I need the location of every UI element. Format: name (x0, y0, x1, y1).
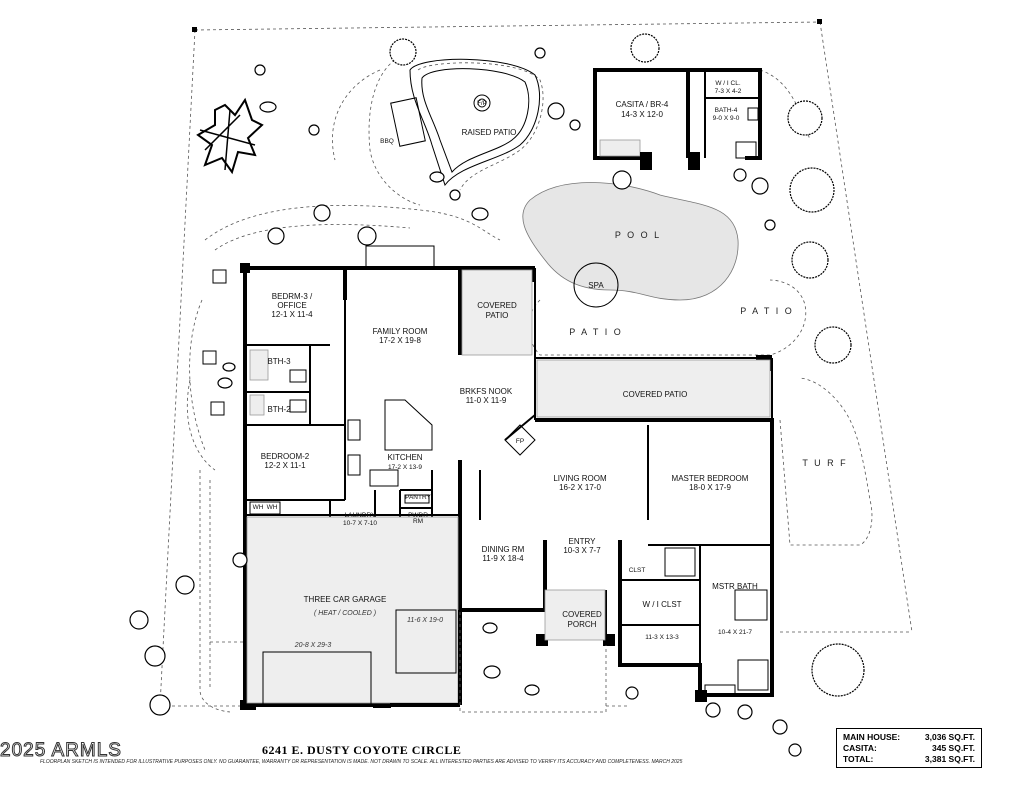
covered-porch-label: COVERED (562, 610, 602, 619)
landscaping (129, 33, 865, 757)
fixtures (249, 245, 769, 696)
pool-label: P O O L (615, 230, 661, 240)
disclaimer-text: FLOORPLAN SKETCH IS INTENDED FOR ILLUSTR… (40, 759, 683, 765)
sqft-value: 3,381 SQ.FT. (924, 754, 975, 764)
raised-patio-label: RAISED PATIO (462, 128, 517, 137)
walkways (186, 59, 811, 713)
garage-label: THREE CAR GARAGE (304, 595, 387, 604)
master-bedroom-dims: 18-0 X 17-9 (689, 483, 731, 492)
pantry-label: PANTRY (405, 494, 431, 501)
garage-dims-b: 11-6 X 19-0 (407, 617, 443, 624)
spa-label: SPA (588, 281, 604, 290)
family-room-dims: 17-2 X 19-8 (379, 336, 421, 345)
covered-patio-1-label-2: PATIO (486, 311, 509, 320)
bath4-label: BATH-4 (715, 107, 738, 114)
sqft-row-total: TOTAL: 3,381 SQ.FT. (843, 754, 975, 765)
pool-area: P O O L SPA P A T I O P A T I O (522, 182, 807, 356)
powder-room-label: PWDR (408, 512, 428, 519)
covered-patio-1-label: COVERED (477, 301, 517, 310)
garage-sub: ( HEAT / COOLED ) (314, 610, 376, 617)
walk-in-closet-dims: 11-3 X 13-3 (645, 634, 679, 641)
family-room-label: FAMILY ROOM (373, 327, 428, 336)
living-fireplace-label: FP (516, 438, 524, 445)
bth3-label: BTH-3 (267, 357, 291, 366)
casita-dims: 14-3 X 12-0 (621, 110, 663, 119)
property-address: 6241 E. DUSTY COYOTE CIRCLE (262, 743, 462, 757)
casita: CASITA / BR-4 14-3 X 12-0 W / I CL. 7-3 … (593, 68, 762, 170)
casita-label: CASITA / BR-4 (616, 100, 669, 109)
sqft-row-casita: CASITA: 345 SQ.FT. (843, 743, 975, 754)
living-room-dims: 16-2 X 17-0 (559, 483, 601, 492)
powder-room-label-2: RM (413, 518, 423, 525)
living-room-label: LIVING ROOM (553, 474, 607, 483)
turf-area: T U R F (779, 377, 873, 546)
bedroom3-label-2: OFFICE (277, 301, 306, 310)
covered-patio-2-label: COVERED PATIO (623, 390, 688, 399)
master-bath-label: MSTR BATH (712, 582, 758, 591)
sqft-label: TOTAL: (843, 754, 874, 764)
raised-patio: RAISED PATIO F/P BBQ (380, 58, 541, 187)
kitchen-label: KITCHEN (387, 453, 422, 462)
garage-dims-a: 20-8 X 29-3 (294, 642, 332, 649)
casita-wic-dims: 7-3 X 4-2 (715, 88, 742, 95)
breakfast-nook-dims: 11-0 X 11-9 (466, 396, 507, 405)
patio-label-a: P A T I O (569, 327, 623, 337)
sqft-value: 345 SQ.FT. (932, 743, 975, 753)
interior-walls (245, 269, 771, 546)
bedroom3-dims: 12-1 X 11-4 (271, 310, 313, 319)
water-heater-2: WH (267, 504, 278, 511)
breakfast-nook-label: BRKFS NOOK (460, 387, 513, 396)
patio-fireplace-label: F/P (477, 100, 487, 107)
laundry-dims: 10-7 X 7-10 (343, 520, 377, 527)
walk-in-closet-label: W / I CLST (642, 600, 681, 609)
water-heater-1: WH (253, 504, 264, 511)
entry-label: ENTRY (569, 537, 597, 546)
tree-west (196, 97, 264, 175)
bath4-dims: 9-0 X 9-0 (713, 115, 740, 122)
covered-porch-label-2: PORCH (568, 620, 597, 629)
bbq-label: BBQ (380, 138, 394, 145)
sqft-label: CASITA: (843, 743, 877, 753)
laundry-label: LAUNDRY (345, 512, 377, 519)
dining-room-label: DINING RM (482, 545, 525, 554)
bedroom2-label: BEDROOM-2 (261, 452, 310, 461)
room-labels: BEDRM-3 / OFFICE 12-1 X 11-4 FAMILY ROOM… (261, 292, 758, 641)
entry-dims: 10-3 X 7-7 (563, 546, 601, 555)
covered-porch: COVERED PORCH (210, 589, 607, 713)
watermark: 2025 ARMLS (0, 740, 122, 762)
bedroom3-label: BEDRM-3 / (272, 292, 313, 301)
sqft-value: 3,036 SQ.FT. (924, 732, 975, 742)
sqft-row-main: MAIN HOUSE: 3,036 SQ.FT. (843, 732, 975, 743)
square-footage-table: MAIN HOUSE: 3,036 SQ.FT. CASITA: 345 SQ.… (836, 728, 982, 768)
bedroom2-dims: 12-2 X 11-1 (264, 461, 306, 470)
dining-room-dims: 11-9 X 18-4 (482, 554, 524, 563)
closet-label: CLST (629, 567, 646, 574)
kitchen-dims: 17-2 X 13-9 (388, 464, 422, 471)
casita-wic-label: W / I CL. (715, 80, 740, 87)
master-bath-dims: 10-4 X 21-7 (718, 629, 752, 636)
bth2-label: BTH-2 (267, 405, 291, 414)
sqft-label: MAIN HOUSE: (843, 732, 901, 742)
master-bedroom-label: MASTER BEDROOM (672, 474, 749, 483)
patio-label-b: P A T I O (740, 306, 794, 316)
garage: THREE CAR GARAGE ( HEAT / COOLED ) 20-8 … (246, 504, 462, 707)
turf-label: T U R F (802, 458, 847, 468)
